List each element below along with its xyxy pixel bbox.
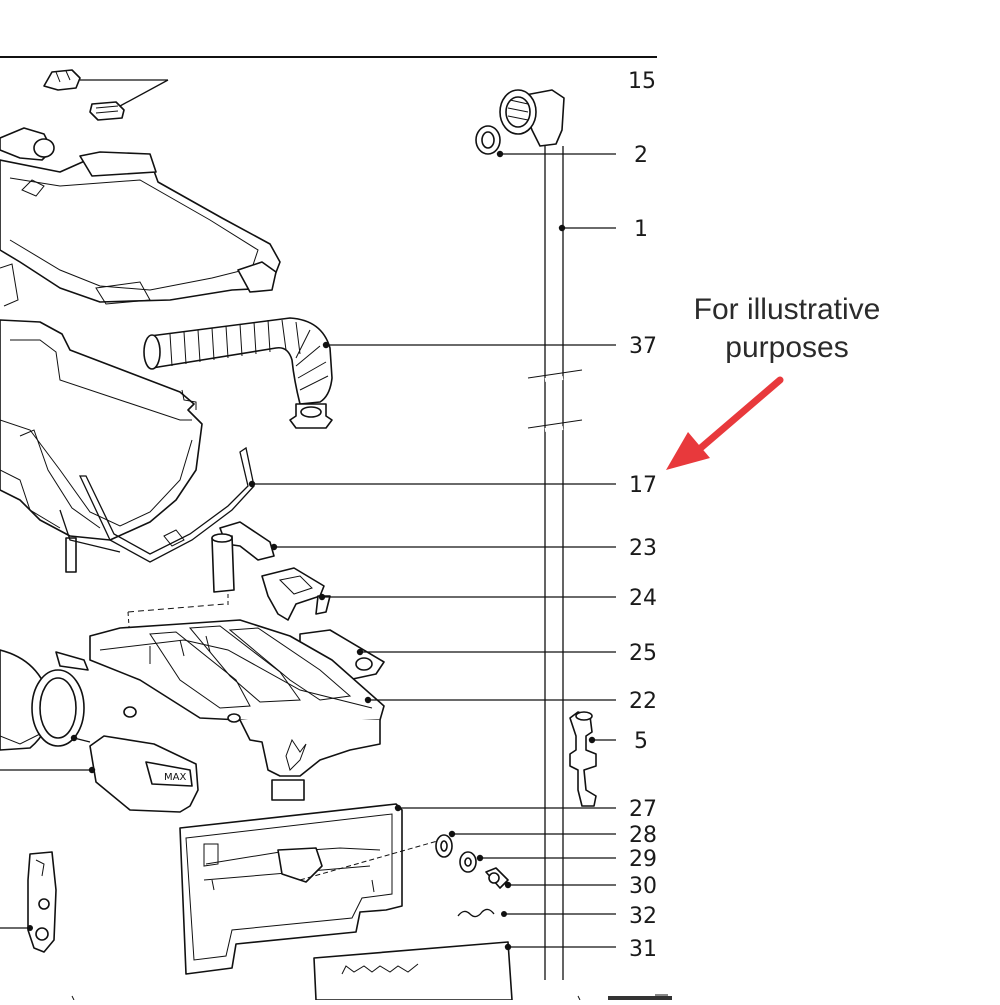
callout-32: 32 xyxy=(629,904,657,929)
note-line-2: purposes xyxy=(725,331,848,364)
callout-29: 29 xyxy=(629,847,657,872)
max-fill-container: MAX xyxy=(0,735,199,813)
part-25-plate xyxy=(299,629,616,681)
lower-housing-frame xyxy=(0,319,203,573)
callout-15: 15 xyxy=(628,69,656,94)
callout-31: 31 xyxy=(629,937,657,962)
part-32-wire xyxy=(457,908,616,918)
part-28-washer xyxy=(435,830,616,858)
part-1-drain-hose xyxy=(527,146,616,980)
callout-1: 1 xyxy=(634,217,648,242)
callout-25: 25 xyxy=(629,641,657,666)
part-31-label-card xyxy=(313,941,616,1001)
part-5-connector xyxy=(569,711,616,807)
callout-30: 30 xyxy=(629,874,657,899)
part-15-connector xyxy=(43,69,169,121)
part-17-bracket xyxy=(59,446,616,563)
hinge-bracket xyxy=(0,851,57,953)
part-37-hose xyxy=(143,317,616,429)
callout-37: 37 xyxy=(629,334,657,359)
callout-2: 2 xyxy=(634,143,648,168)
part-22-tray xyxy=(89,619,616,801)
callout-28: 28 xyxy=(629,823,657,848)
part-30-screw xyxy=(485,867,616,889)
part-27-front-panel xyxy=(179,803,616,975)
hose-clamp-assembly xyxy=(0,649,91,751)
red-arrow-icon xyxy=(666,376,784,470)
illustrative-note: For illustrative purposes xyxy=(694,293,881,364)
callout-27: 27 xyxy=(629,797,657,822)
part-2-elbow-fitting xyxy=(475,89,616,158)
callout-24: 24 xyxy=(629,586,657,611)
callout-23: 23 xyxy=(629,536,657,561)
callout-numbers: 15 2 1 37 17 23 24 25 22 5 27 28 29 30 3… xyxy=(628,69,657,962)
callout-22: 22 xyxy=(629,689,657,714)
part-29-seal xyxy=(459,851,616,873)
part-24-clip xyxy=(261,567,616,621)
callout-17: 17 xyxy=(629,473,657,498)
dispenser-housing xyxy=(0,127,281,307)
note-line-1: For illustrative xyxy=(694,293,881,326)
part-23-latch xyxy=(211,521,616,593)
max-label: MAX xyxy=(164,772,186,783)
callout-5: 5 xyxy=(634,729,648,754)
